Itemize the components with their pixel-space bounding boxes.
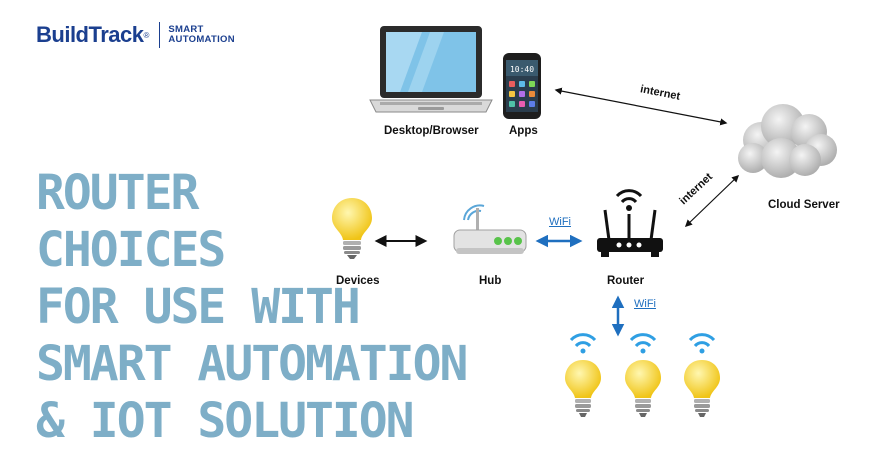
node-label-cloud: Cloud Server	[768, 199, 840, 211]
brand-registered-mark: ®	[143, 30, 150, 40]
brand-name: BuildTrack	[36, 22, 144, 47]
headline-line-1: ROUTER	[36, 165, 199, 221]
brand-tagline: SMART AUTOMATION	[168, 25, 235, 45]
devices-bulb-icon	[332, 198, 372, 259]
node-label-apps: Apps	[509, 125, 538, 137]
edge-label-hub-router: WiFi	[549, 216, 571, 228]
headline-line-5: & IOT SOLUTION	[36, 393, 415, 449]
headline-line-2: CHOICES	[36, 222, 226, 278]
headline-line-4: SMART AUTOMATION	[36, 336, 468, 392]
headline-line-3: FOR USE WITH	[36, 279, 361, 335]
wifi-bulb-icon-3	[684, 333, 720, 417]
brand-tagline-line-2: AUTOMATION	[168, 34, 235, 45]
edge-label-router-bulbs: WiFi	[634, 298, 656, 310]
node-label-desktop: Desktop/Browser	[384, 125, 479, 137]
hub-icon	[453, 204, 527, 254]
router-icon	[597, 189, 663, 257]
node-label-hub: Hub	[479, 275, 502, 287]
phone-clock: 10:40	[510, 65, 534, 74]
headline: ROUTER CHOICES FOR USE WITH SMART AUTOMA…	[36, 165, 476, 450]
node-label-devices: Devices	[336, 275, 380, 287]
brand-logo: BuildTrack ® SMART AUTOMATION	[36, 22, 235, 48]
wifi-bulb-icon-1	[565, 333, 601, 417]
cloud-server-icon	[738, 104, 837, 178]
laptop-icon	[369, 26, 493, 113]
wifi-bulb-icon-2	[625, 333, 661, 417]
smartphone-icon: 10:40	[503, 53, 541, 119]
brand-tagline-line-1: SMART	[168, 24, 204, 35]
logo-divider	[159, 22, 161, 48]
node-label-router: Router	[607, 275, 645, 287]
